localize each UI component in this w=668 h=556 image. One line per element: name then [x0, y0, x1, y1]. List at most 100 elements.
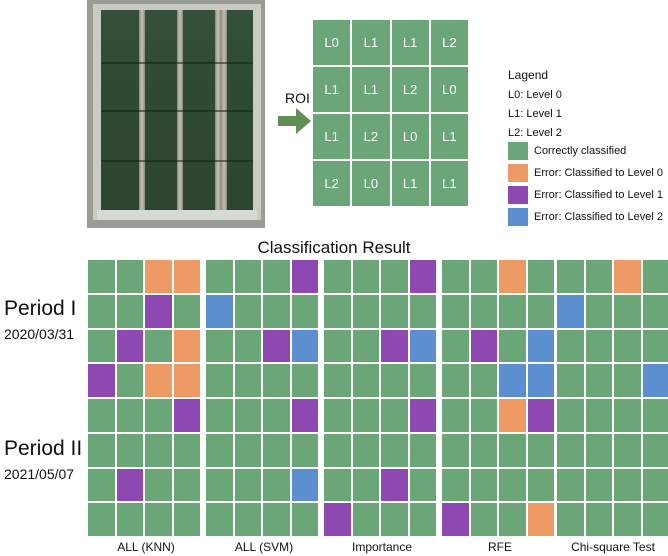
result-cell: [409, 468, 436, 502]
result-cell: [527, 399, 554, 432]
result-cell: [442, 433, 469, 467]
result-cell: [352, 399, 379, 432]
roi-cell: L2: [313, 161, 351, 206]
result-cell: [234, 364, 261, 397]
result-cell: [409, 260, 436, 293]
roi-cell: L2: [352, 114, 390, 159]
result-cell: [116, 364, 143, 397]
result-cell: [381, 260, 408, 293]
result-cell: [409, 433, 436, 467]
roi-cell: L2: [430, 20, 468, 65]
result-cell: [381, 294, 408, 328]
roi-cell: L0: [313, 20, 351, 65]
result-cell: [291, 399, 318, 432]
plot-divider-1: [139, 10, 145, 214]
result-cell: [145, 433, 172, 467]
roi-cell: L1: [313, 67, 351, 112]
result-cell: [206, 294, 233, 328]
result-cell: [291, 260, 318, 293]
result-cell: [173, 329, 200, 363]
result-cell: [145, 468, 172, 502]
result-cell: [145, 503, 172, 536]
result-cell: [470, 294, 497, 328]
period-2-date: 2021/05/07: [4, 466, 75, 482]
result-cell: [470, 399, 497, 432]
result-cell: [173, 294, 200, 328]
result-cell: [557, 399, 584, 432]
result-cell: [206, 399, 233, 432]
result-cell: [234, 503, 261, 536]
result-cell: [145, 329, 172, 363]
result-cell: [234, 433, 261, 467]
result-cell: [263, 433, 290, 467]
roi-cell: L2: [391, 67, 429, 112]
result-cell: [206, 468, 233, 502]
result-cell: [324, 260, 351, 293]
legend-swatch-correct: [508, 142, 528, 160]
legend-swatch-level2-error: [508, 208, 528, 226]
result-grid-period1-2: [206, 260, 318, 397]
result-cell: [352, 329, 379, 363]
result-cell: [324, 329, 351, 363]
result-cell: [585, 329, 612, 363]
result-cell: [470, 364, 497, 397]
result-cell: [116, 503, 143, 536]
result-cell: [263, 364, 290, 397]
result-cell: [442, 294, 469, 328]
result-cell: [642, 433, 668, 467]
roi-cell: L1: [352, 20, 390, 65]
result-cell: [352, 433, 379, 467]
result-cell: [499, 503, 526, 536]
result-cell: [470, 503, 497, 536]
result-cell: [263, 294, 290, 328]
field-plot-photo: [87, 0, 265, 228]
result-cell: [409, 364, 436, 397]
result-cell: [409, 294, 436, 328]
result-cell: [642, 503, 668, 536]
result-cell: [324, 468, 351, 502]
result-cell: [116, 433, 143, 467]
result-cell: [409, 399, 436, 432]
result-cell: [291, 329, 318, 363]
result-cell: [291, 294, 318, 328]
result-cell: [173, 433, 200, 467]
result-cell: [206, 260, 233, 293]
result-cell: [499, 329, 526, 363]
result-cell: [88, 364, 115, 397]
result-cell: [352, 294, 379, 328]
roi-cell: L1: [430, 161, 468, 206]
plot-row-line-1: [101, 62, 253, 64]
result-cell: [88, 399, 115, 432]
result-grid-period2-2: [206, 399, 318, 536]
result-cell: [173, 260, 200, 293]
legend-label-level1-error: Error: Classified to Level 1: [534, 189, 663, 201]
plot-divider-2: [177, 10, 183, 214]
roi-cell: L0: [430, 67, 468, 112]
result-cell: [381, 503, 408, 536]
result-cell: [324, 503, 351, 536]
result-cell: [206, 503, 233, 536]
photo-bottom-edge: [97, 210, 257, 220]
result-cell: [324, 399, 351, 432]
result-cell: [614, 329, 641, 363]
result-cell: [116, 294, 143, 328]
result-cell: [234, 294, 261, 328]
result-cell: [527, 364, 554, 397]
result-cell: [527, 260, 554, 293]
result-cell: [499, 364, 526, 397]
result-cell: [442, 503, 469, 536]
result-cell: [352, 503, 379, 536]
result-cell: [88, 260, 115, 293]
result-cell: [381, 329, 408, 363]
right-arrow-icon: [278, 108, 311, 134]
result-grid-period2-1: [88, 399, 200, 536]
result-cell: [470, 329, 497, 363]
result-cell: [263, 468, 290, 502]
result-cell: [499, 433, 526, 467]
result-cell: [116, 468, 143, 502]
legend-label-level0-error: Error: Classified to Level 0: [534, 167, 663, 179]
result-cell: [557, 503, 584, 536]
legend-level-1: L1: Level 1: [508, 108, 562, 120]
result-cell: [206, 329, 233, 363]
result-cell: [324, 433, 351, 467]
